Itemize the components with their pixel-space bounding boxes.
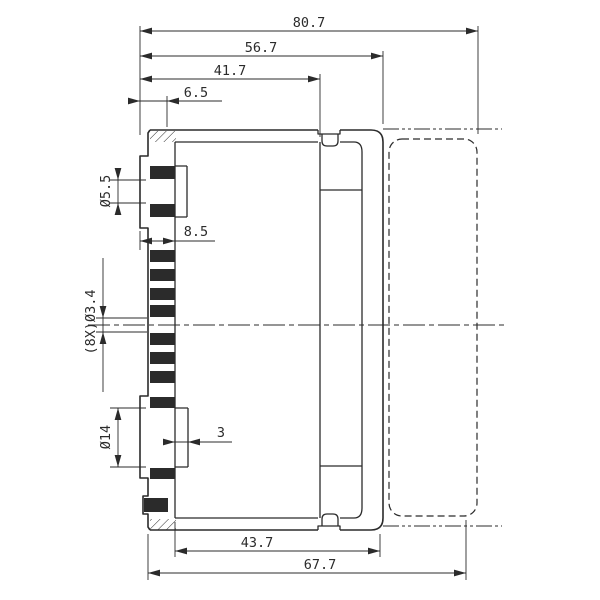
dim-label-43-7: 43.7 bbox=[241, 535, 274, 551]
dim-inner-width: 43.7 bbox=[175, 535, 380, 555]
section-fill-bars bbox=[144, 166, 175, 512]
dim-label-dia-5-5: Ø5.5 bbox=[98, 175, 114, 208]
mating-part-hidden-outline bbox=[388, 138, 478, 517]
snap-latch-bottom bbox=[317, 525, 341, 530]
large-boss-inner-end bbox=[175, 407, 189, 468]
dim-label-41-7: 41.7 bbox=[214, 63, 247, 79]
small-boss-inner-end bbox=[175, 165, 188, 218]
dim-label-8-5: 8.5 bbox=[184, 224, 208, 240]
dim-cavity-width: 41.7 bbox=[140, 63, 320, 83]
dim-hole-pattern: (8X)Ø3.4 bbox=[83, 258, 107, 392]
snap-latch-top bbox=[317, 130, 341, 135]
dim-label-6-5: 6.5 bbox=[184, 85, 208, 101]
part-section-outline bbox=[139, 129, 384, 531]
dim-step-depth: 3 bbox=[163, 425, 232, 446]
section-hatch bbox=[150, 131, 176, 530]
dim-label-dia-14: Ø14 bbox=[98, 425, 114, 449]
dim-wall-depth: 8.5 bbox=[140, 224, 215, 245]
dim-wall-offset: 6.5 bbox=[128, 85, 222, 105]
dim-label-80-7: 80.7 bbox=[293, 15, 326, 31]
dim-lower-width: 67.7 bbox=[148, 557, 466, 577]
dim-label-67-7: 67.7 bbox=[304, 557, 337, 573]
extension-lines bbox=[96, 26, 479, 580]
phantom-extension-lines bbox=[383, 128, 502, 527]
dim-overall-width: 80.7 bbox=[140, 15, 478, 35]
dim-small-hole-diameter: Ø5.5 bbox=[98, 168, 122, 215]
dim-body-width: 56.7 bbox=[140, 40, 383, 60]
cavity-outline bbox=[174, 141, 363, 519]
dim-large-hole-diameter: Ø14 bbox=[98, 408, 122, 467]
dim-label-56-7: 56.7 bbox=[245, 40, 278, 56]
dim-label-8x-dia-3-4: (8X)Ø3.4 bbox=[83, 289, 99, 354]
dim-label-3: 3 bbox=[217, 425, 225, 441]
